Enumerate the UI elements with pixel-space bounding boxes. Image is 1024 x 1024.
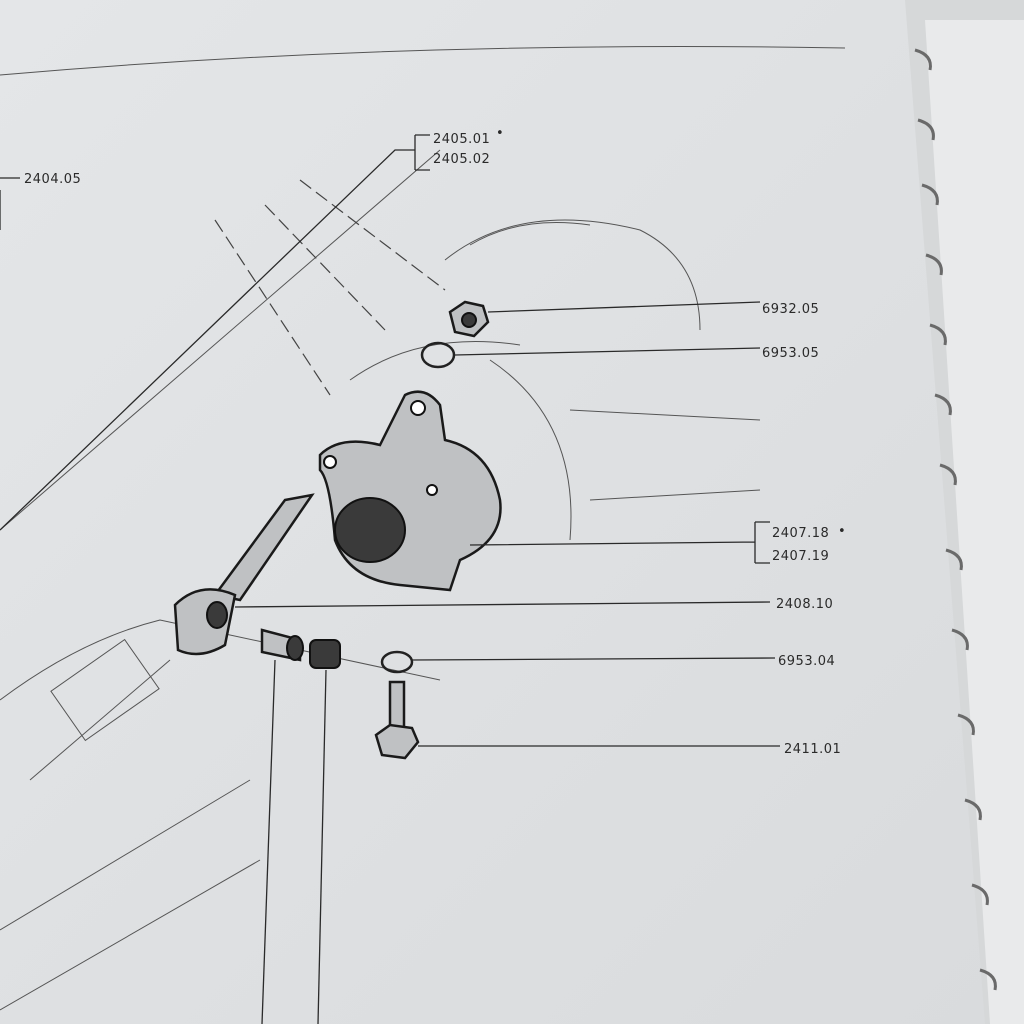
label-2408-10: 2408.10 bbox=[776, 597, 833, 612]
label-2407-18: 2407.18 bbox=[772, 526, 829, 541]
label-2404-05: 2404.05 bbox=[24, 172, 81, 187]
label-2405-01: 2405.01 bbox=[433, 132, 490, 147]
part-washer-6953-04 bbox=[380, 650, 414, 674]
label-6932-05: 6932.05 bbox=[762, 302, 819, 317]
part-labels: 2404.05 2405.01 • 2405.02 6932.05 6953.0… bbox=[24, 126, 846, 757]
part-bushing bbox=[260, 628, 304, 662]
part-bolt-2411-01 bbox=[374, 680, 420, 760]
part-spring bbox=[309, 639, 341, 669]
background-assembly-drawing bbox=[0, 149, 761, 1011]
marker-2407-18: • bbox=[838, 524, 846, 539]
part-nut-6932-05 bbox=[448, 300, 490, 338]
label-2407-19: 2407.19 bbox=[772, 549, 829, 564]
part-shaft-2408-10 bbox=[173, 493, 315, 656]
label-6953-05: 6953.05 bbox=[762, 346, 819, 361]
spiral-binding bbox=[914, 48, 997, 991]
page-border-line bbox=[0, 46, 846, 76]
leader-lines bbox=[0, 134, 780, 1024]
part-bracket-2407-18 bbox=[318, 390, 502, 592]
label-2405-02: 2405.02 bbox=[433, 152, 490, 167]
label-2411-01: 2411.01 bbox=[784, 742, 841, 757]
next-page bbox=[925, 20, 1024, 1024]
marker-2405-01: • bbox=[496, 126, 504, 141]
part-washer-6953-05 bbox=[420, 341, 456, 369]
label-6953-04: 6953.04 bbox=[778, 654, 835, 669]
